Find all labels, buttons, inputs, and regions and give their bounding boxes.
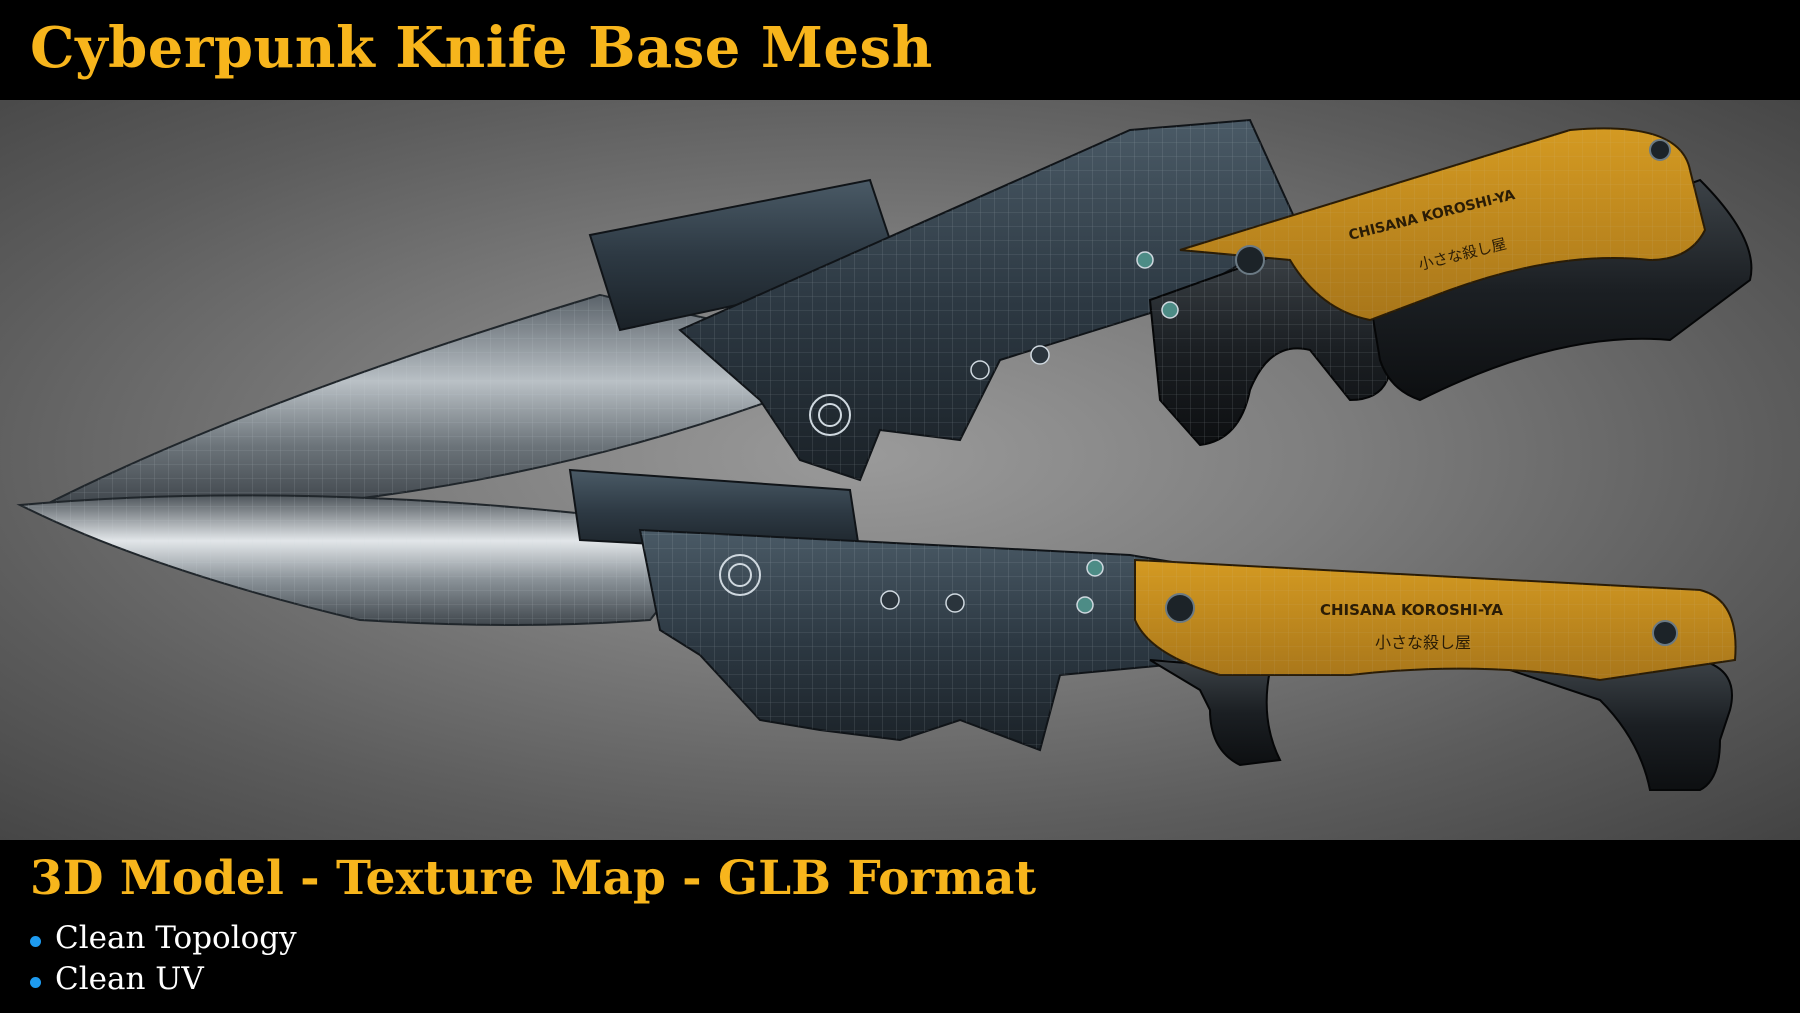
feature-label: Clean UV <box>55 960 204 997</box>
finger-grip-bottom <box>1149 659 1282 767</box>
page-title: Cyberpunk Knife Base Mesh <box>30 15 933 81</box>
feature-item: Clean UV <box>30 958 297 999</box>
render-viewport: CHISANA KOROSHI-YA 小さな殺し屋 <box>0 100 1800 840</box>
bullet-icon <box>30 936 41 947</box>
rear-grip-bottom <box>1479 659 1733 791</box>
feature-list: Clean Topology Clean UV <box>30 917 297 999</box>
brand-jp-label-bottom: 小さな殺し屋 <box>1375 633 1471 652</box>
brand-label-bottom: CHISANA KOROSHI-YA <box>1320 601 1503 619</box>
knife-bottom-view: CHISANA KOROSHI-YA 小さな殺し屋 <box>16 468 1737 791</box>
knife-renders: CHISANA KOROSHI-YA 小さな殺し屋 <box>16 118 1753 791</box>
feature-label: Clean Topology <box>55 919 297 956</box>
info-panel <box>0 840 1800 1013</box>
feature-item: Clean Topology <box>30 917 297 958</box>
format-subtitle: 3D Model - Texture Map - GLB Format <box>30 851 1037 906</box>
bullet-icon <box>30 977 41 988</box>
title-bar <box>0 0 1800 100</box>
knife-top-view: CHISANA KOROSHI-YA 小さな殺し屋 <box>31 118 1753 513</box>
